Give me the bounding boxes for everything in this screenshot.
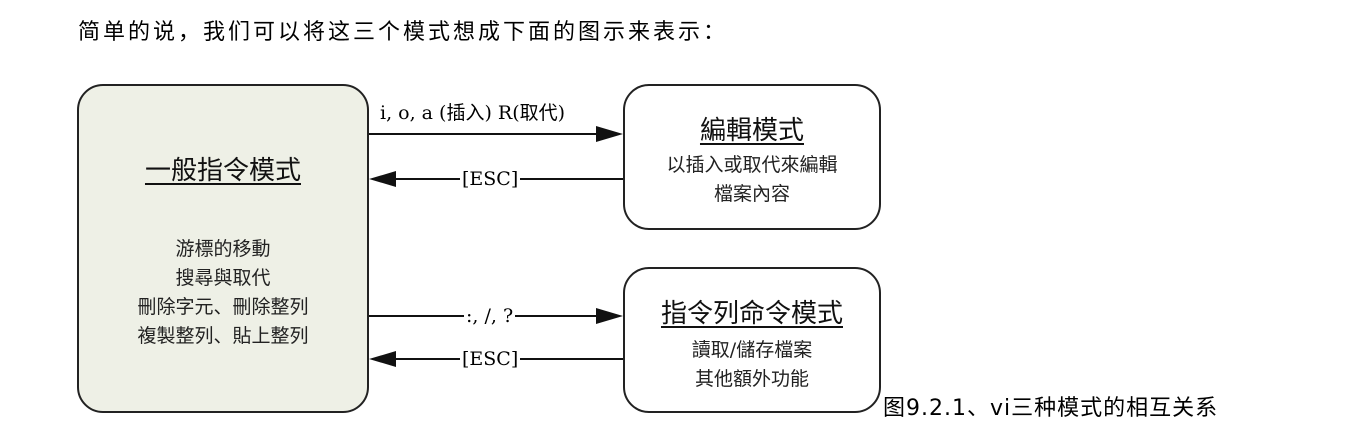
normal-mode-line: 搜尋與取代 <box>175 267 271 289</box>
arrow-from-insert-head <box>369 171 396 187</box>
arrow-to-insert-head <box>596 126 623 142</box>
command-mode-box: 指令列命令模式 讀取/儲存檔案 其他額外功能 <box>623 267 881 413</box>
command-mode-description: 讀取/儲存檔案 其他額外功能 <box>625 336 879 394</box>
figure-caption: 图9.2.1、vi三种模式的相互关系 <box>883 396 1219 421</box>
insert-mode-line: 以插入或取代來編輯 <box>666 154 838 176</box>
normal-mode-description: 游標的移動 搜尋與取代 刪除字元、刪除整列 複製整列、貼上整列 <box>79 235 367 351</box>
command-mode-line: 讀取/儲存檔案 <box>691 339 813 361</box>
normal-mode-title: 一般指令模式 <box>144 156 301 186</box>
to-command-label: :, /, ? <box>464 305 516 327</box>
insert-mode-line: 檔案內容 <box>713 183 790 205</box>
command-mode-line: 其他額外功能 <box>694 368 809 390</box>
normal-mode-box: 一般指令模式 游標的移動 搜尋與取代 刪除字元、刪除整列 複製整列、貼上整列 <box>77 84 369 413</box>
from-command-label: [ESC] <box>460 348 521 370</box>
arrow-from-command-head <box>369 351 396 367</box>
intro-text: 简单的说，我们可以将这三个模式想成下面的图示来表示： <box>78 20 729 45</box>
command-mode-title: 指令列命令模式 <box>660 299 843 329</box>
insert-mode-box: 編輯模式 以插入或取代來編輯 檔案內容 <box>623 84 881 230</box>
from-insert-label: [ESC] <box>460 168 521 190</box>
to-insert-label: i, o, a (插入) R(取代) <box>380 102 566 124</box>
arrow-to-command-head <box>596 308 623 324</box>
normal-mode-line: 複製整列、貼上整列 <box>137 325 309 347</box>
normal-mode-line: 游標的移動 <box>175 238 271 260</box>
insert-mode-description: 以插入或取代來編輯 檔案內容 <box>625 151 879 209</box>
insert-mode-title: 編輯模式 <box>699 116 804 146</box>
normal-mode-line: 刪除字元、刪除整列 <box>137 296 309 318</box>
